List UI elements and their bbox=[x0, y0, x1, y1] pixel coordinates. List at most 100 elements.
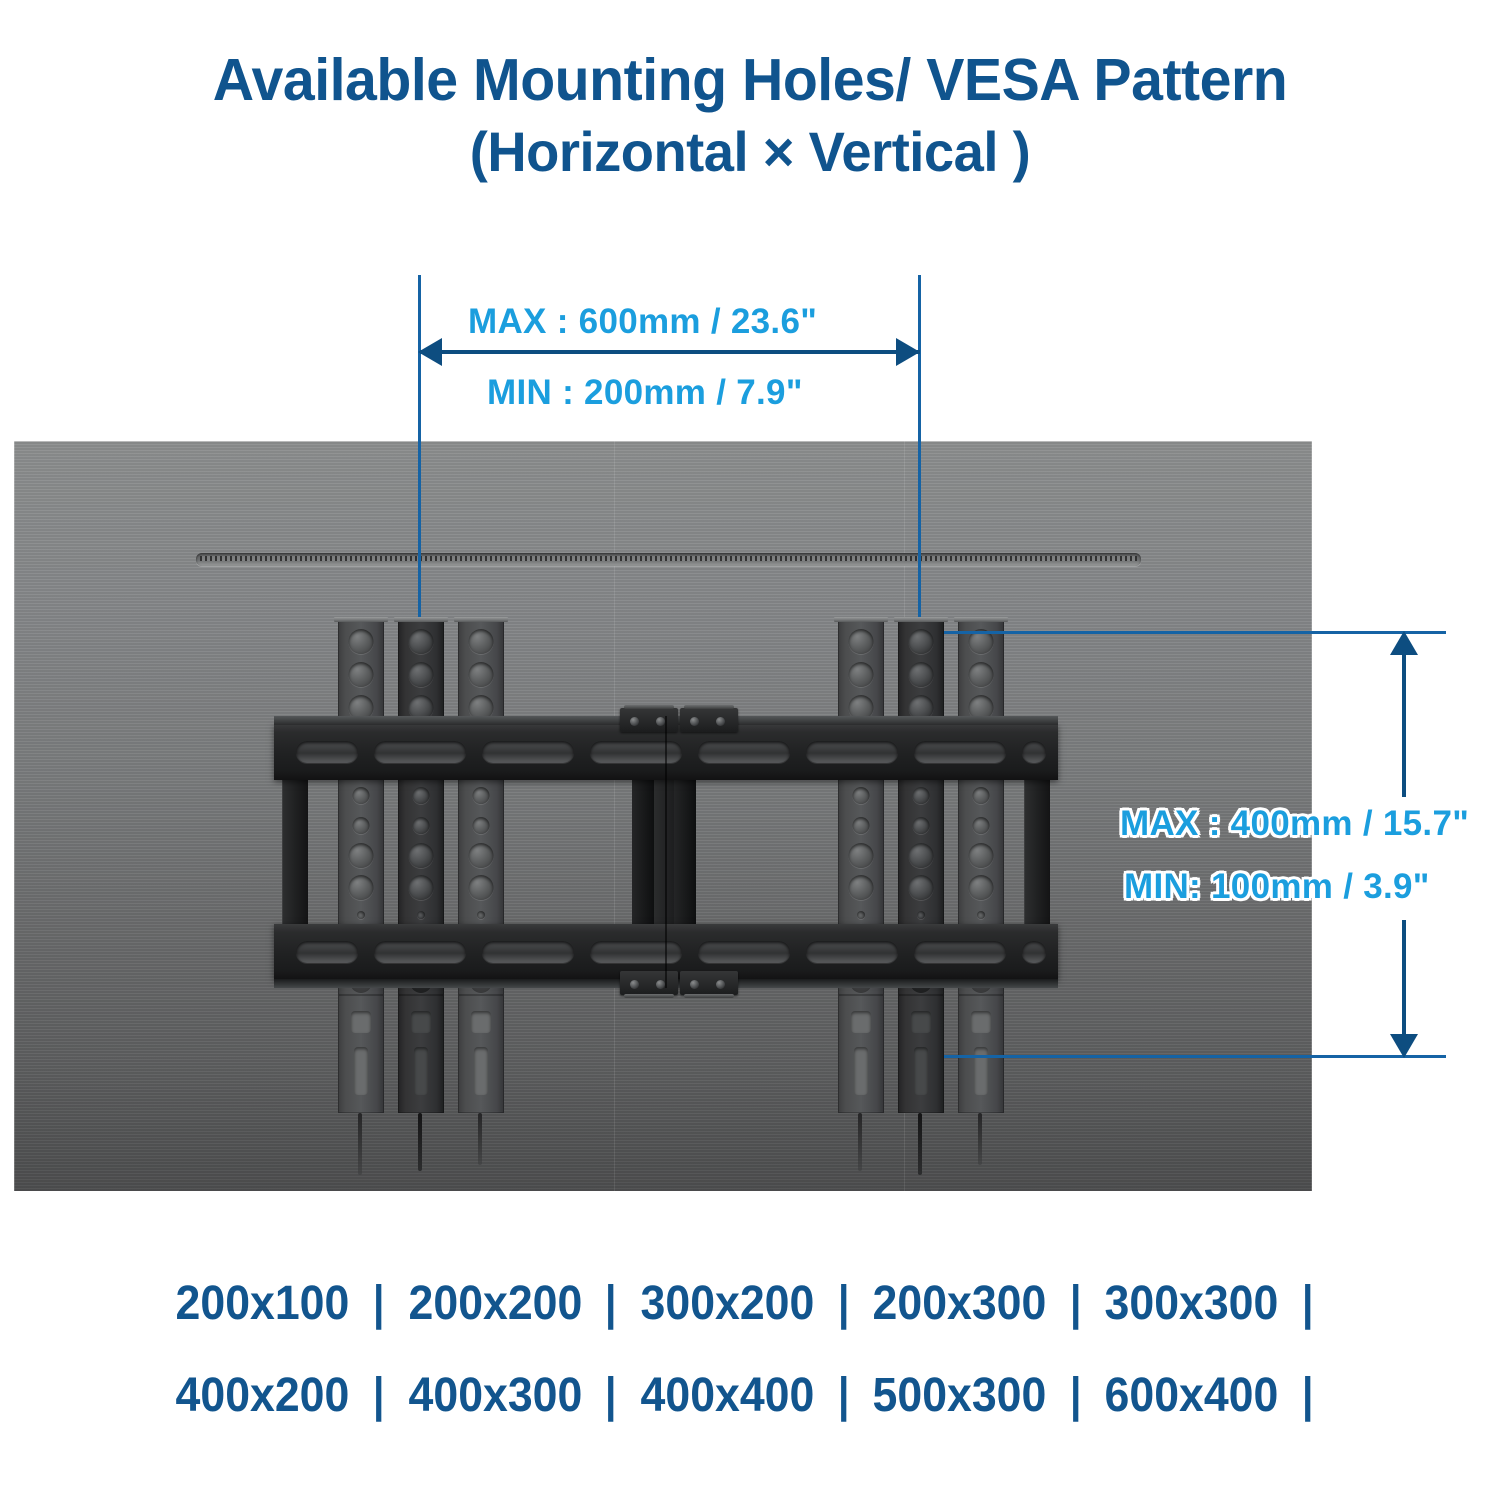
arm-hook-slot bbox=[971, 1011, 991, 1033]
arm-hole bbox=[848, 695, 874, 720]
arm-hole bbox=[908, 843, 934, 868]
arm-hook-slot bbox=[474, 1047, 488, 1095]
bracket-spine-gap bbox=[654, 762, 674, 938]
rail-slot bbox=[590, 941, 682, 963]
panel-shading bbox=[14, 1071, 1312, 1191]
vesa-pattern-separator: | bbox=[1070, 1277, 1082, 1330]
arm-hole bbox=[468, 662, 494, 687]
rail-slot bbox=[806, 741, 898, 763]
bolt-icon bbox=[716, 980, 725, 989]
rail-slot bbox=[1022, 941, 1046, 963]
rail-slot bbox=[590, 741, 682, 763]
bracket-center-seam bbox=[665, 716, 667, 988]
arm-hole bbox=[412, 787, 430, 804]
vesa-pattern-separator: | bbox=[1302, 1277, 1314, 1330]
arm-hole bbox=[908, 875, 934, 900]
arm-hole bbox=[348, 843, 374, 868]
tv-wall-mount-bracket bbox=[274, 705, 1058, 998]
arm-cap bbox=[454, 617, 508, 622]
arm-hole bbox=[968, 843, 994, 868]
arm-hole bbox=[848, 875, 874, 900]
arm-hook-slot bbox=[914, 1047, 928, 1095]
mount-cord bbox=[858, 1113, 862, 1171]
horizontal-extension-line-left bbox=[418, 275, 421, 633]
rail-slot bbox=[914, 741, 1006, 763]
vesa-pattern-item: 300x300 bbox=[1105, 1277, 1279, 1330]
arm-hole bbox=[912, 817, 930, 834]
page-title: Available Mounting Holes/ VESA Pattern (… bbox=[0, 44, 1500, 188]
vesa-pattern-separator: | bbox=[605, 1277, 617, 1330]
arm-hole bbox=[857, 911, 865, 919]
arm-hole bbox=[968, 695, 994, 720]
vesa-arm-lower-left-inner bbox=[458, 995, 504, 1113]
arm-hole bbox=[348, 695, 374, 720]
plate-tab bbox=[684, 705, 734, 709]
arm-hole bbox=[348, 662, 374, 687]
vesa-arm-upper-right-center bbox=[894, 617, 948, 735]
arm-hook-slot bbox=[471, 1011, 491, 1033]
arm-hole bbox=[848, 662, 874, 687]
arm-hole bbox=[852, 817, 870, 834]
rail-slot bbox=[296, 741, 358, 763]
rail-slot bbox=[698, 741, 790, 763]
vesa-pattern-item: 200x200 bbox=[408, 1277, 582, 1330]
arm-hook-slot bbox=[351, 1011, 371, 1033]
vesa-pattern-separator: | bbox=[605, 1369, 617, 1422]
bolt-icon bbox=[690, 980, 699, 989]
arm-hook-slot bbox=[854, 1047, 868, 1095]
vesa-pattern-separator: | bbox=[1070, 1369, 1082, 1422]
arm-cap bbox=[894, 617, 948, 622]
speaker-grille bbox=[196, 553, 1141, 566]
vesa-pattern-separator: | bbox=[373, 1369, 385, 1422]
arm-hook-slot bbox=[411, 1011, 431, 1033]
arm-hole bbox=[848, 843, 874, 868]
arm-hole bbox=[417, 911, 425, 919]
arm-hook-slot bbox=[911, 1011, 931, 1033]
vesa-pattern-item: 600x400 bbox=[1105, 1369, 1279, 1422]
vertical-dimension-line-upper bbox=[1402, 645, 1406, 797]
tv-back-panel bbox=[14, 441, 1312, 1191]
vesa-pattern-list: 200x100|200x200|300x200|200x300|300x300|… bbox=[0, 1258, 1500, 1442]
arm-hole bbox=[352, 787, 370, 804]
vesa-pattern-separator: | bbox=[837, 1369, 850, 1422]
bolt-icon bbox=[656, 980, 665, 989]
vertical-extension-line-top bbox=[918, 631, 1446, 634]
rail-slot bbox=[374, 741, 466, 763]
plate-tab bbox=[624, 705, 674, 709]
bracket-bolt-plate-top-right bbox=[680, 705, 738, 732]
bracket-bolt-plate-top-left bbox=[620, 705, 678, 732]
arm-hole bbox=[908, 695, 934, 720]
arm-hole bbox=[352, 817, 370, 834]
arm-hole bbox=[472, 787, 490, 804]
arm-hole bbox=[477, 911, 485, 919]
title-line-2: (Horizontal × Vertical ) bbox=[469, 120, 1031, 183]
vesa-arm-lower-left-center bbox=[398, 995, 444, 1113]
arm-hole bbox=[408, 843, 434, 868]
arm-hole bbox=[912, 787, 930, 804]
arm-hole bbox=[408, 662, 434, 687]
arm-hole bbox=[468, 875, 494, 900]
arm-hole bbox=[472, 817, 490, 834]
vesa-pattern-item: 200x100 bbox=[175, 1277, 350, 1330]
arm-cap bbox=[394, 617, 448, 622]
arm-hole bbox=[917, 911, 925, 919]
arm-hole bbox=[348, 629, 374, 654]
vesa-pattern-separator: | bbox=[837, 1277, 850, 1330]
vertical-min-label: MIN: 100mm / 3.9" bbox=[1124, 867, 1430, 906]
vesa-pattern-item: 200x300 bbox=[872, 1277, 1047, 1330]
arm-hole bbox=[412, 817, 430, 834]
bracket-bolt-plate-bottom-right bbox=[680, 971, 738, 998]
bolt-icon bbox=[656, 717, 665, 726]
arm-hole bbox=[468, 695, 494, 720]
arm-hole bbox=[848, 629, 874, 654]
bolt-icon bbox=[630, 717, 639, 726]
arm-hole bbox=[348, 875, 374, 900]
vesa-arm-lower-left-outer bbox=[338, 995, 384, 1113]
vesa-pattern-row-1: 200x100|200x200|300x200|200x300|300x300| bbox=[0, 1258, 1500, 1350]
rail-slot bbox=[482, 741, 574, 763]
vesa-pattern-separator: | bbox=[373, 1277, 385, 1330]
bolt-icon bbox=[630, 980, 639, 989]
vesa-arm-lower-right-inner bbox=[838, 995, 884, 1113]
arm-hole bbox=[908, 629, 934, 654]
rail-slot bbox=[374, 941, 466, 963]
